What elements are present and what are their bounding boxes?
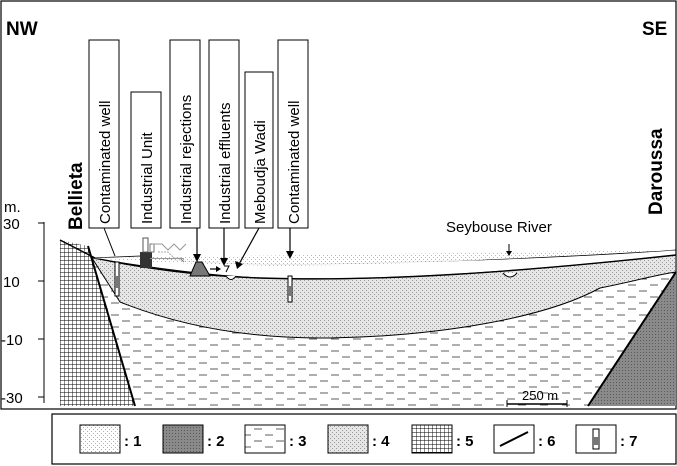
- annotation-contaminated-well-1: Contaminated well: [89, 40, 119, 256]
- annotation-seybouse-river: Seybouse River: [446, 219, 552, 256]
- legend-label-6: : 6: [538, 433, 556, 450]
- label-contaminated-well-1: Contaminated well: [97, 101, 114, 224]
- elevation-tick-10: 10: [3, 274, 20, 291]
- legend-swatch-1: [80, 425, 120, 453]
- well-2-icon: [288, 276, 292, 302]
- legend-label-4: : 4: [372, 433, 390, 450]
- orientation-nw: NW: [6, 19, 38, 40]
- effluent-flow-icon: [210, 266, 229, 272]
- waste-heap-icon: [190, 262, 210, 276]
- label-industrial-effluents: Industrial effluents: [217, 103, 234, 224]
- legend-label-7: : 7: [620, 433, 638, 450]
- annotation-industrial-unit: Industrial Unit: [131, 92, 161, 228]
- factory-icon: [140, 238, 186, 268]
- annotation-meboudja-wadi: Meboudja Wadi: [235, 72, 273, 269]
- label-contaminated-well-2: Contaminated well: [286, 101, 303, 224]
- legend-label-5: : 5: [456, 433, 474, 450]
- scale-bar-label: 250 m: [522, 388, 558, 403]
- geologic-section: [60, 240, 676, 406]
- orientation-se: SE: [642, 19, 667, 40]
- annotation-contaminated-well-2: Contaminated well: [278, 40, 308, 259]
- elevation-tick-30: 30: [3, 216, 20, 233]
- legend-swatch-2: [163, 425, 203, 453]
- label-meboudja-wadi: Meboudja Wadi: [252, 120, 269, 224]
- legend-label-2: : 2: [207, 433, 225, 450]
- legend: : 1 : 2 : 3 : 4 : 5 : 6 : 7: [52, 414, 676, 464]
- label-industrial-unit: Industrial Unit: [139, 131, 156, 224]
- elevation-axis: m. 30 10 -10 -30: [1, 199, 44, 407]
- legend-swatch-5: [412, 425, 452, 453]
- label-seybouse-river: Seybouse River: [446, 219, 552, 236]
- legend-label-1: : 1: [124, 433, 142, 450]
- elevation-tick-minus-10: -10: [1, 332, 23, 349]
- legend-swatch-4: [328, 425, 368, 453]
- well-1-icon: [115, 262, 119, 296]
- label-industrial-rejections: Industrial rejections: [178, 95, 195, 224]
- site-daroussa: Daroussa: [646, 128, 667, 215]
- elevation-unit: m.: [4, 199, 21, 216]
- site-bellieta: Bellieta: [66, 162, 87, 230]
- annotation-industrial-effluents: Industrial effluents: [209, 40, 239, 266]
- annotation-industrial-rejections: Industrial rejections: [170, 40, 201, 262]
- elevation-tick-minus-30: -30: [1, 390, 23, 407]
- legend-label-3: : 3: [289, 433, 307, 450]
- legend-swatch-3: [245, 425, 285, 453]
